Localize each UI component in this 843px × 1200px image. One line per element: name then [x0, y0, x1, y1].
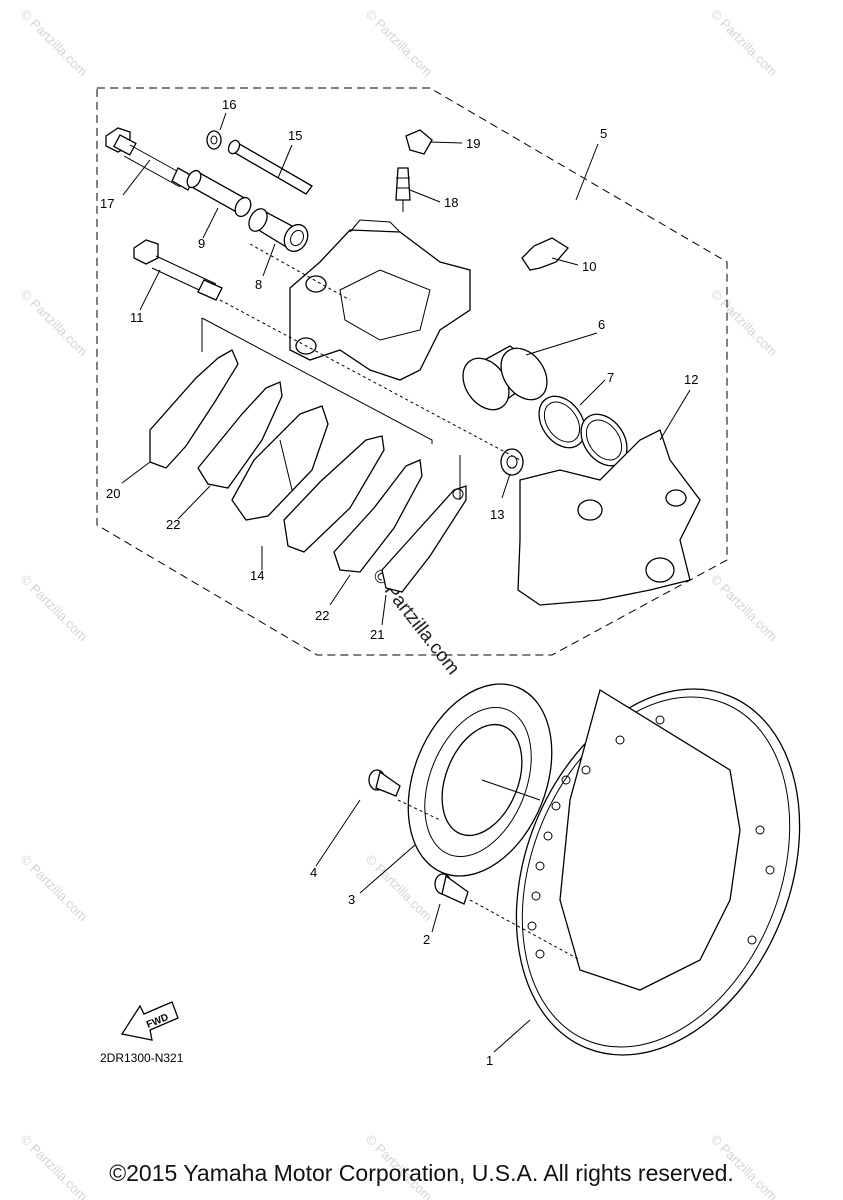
callout-1: 1 [486, 1053, 493, 1068]
callout-15: 15 [288, 128, 302, 143]
callout-10: 10 [582, 259, 596, 274]
caliper-body [289, 219, 471, 381]
callout-11: 11 [130, 310, 144, 325]
watermark: © Partzilla.com [18, 7, 91, 80]
bolt-2 [434, 873, 469, 905]
callout-5: 5 [600, 126, 607, 141]
callout-13: 13 [490, 507, 504, 522]
callout-14: 14 [250, 568, 264, 583]
copyright-notice: ©2015 Yamaha Motor Corporation, U.S.A. A… [109, 1160, 734, 1186]
callout-19: 19 [466, 136, 480, 151]
pad-spring-10 [521, 237, 569, 271]
watermark: © Partzilla.com [18, 852, 91, 925]
callout-8: 8 [255, 277, 262, 292]
callout-3: 3 [348, 892, 355, 907]
shim-20 [149, 349, 239, 469]
boot-13 [500, 448, 524, 476]
shim-22-right [333, 459, 423, 573]
watermark: © Partzilla.com [18, 572, 91, 645]
shim-21 [381, 485, 467, 593]
bolt-17 [105, 127, 195, 191]
pad-group-bracket [201, 317, 461, 500]
shim-22-left [197, 381, 283, 489]
bolt-4 [368, 769, 401, 797]
diagram-code: 2DR1300-N321 [100, 1051, 184, 1065]
callout-6: 6 [598, 317, 605, 332]
bleeder-18 [395, 167, 411, 212]
bracket-12 [517, 429, 701, 606]
callout-17: 17 [100, 196, 114, 211]
callout-2: 2 [423, 932, 430, 947]
cap-16 [206, 130, 222, 150]
callout-16: 16 [222, 97, 236, 112]
pads-14 [231, 405, 385, 553]
callout-4: 4 [310, 865, 317, 880]
callout-22-left: 22 [166, 517, 180, 532]
leader-lines [121, 112, 691, 1053]
callout-7: 7 [607, 370, 614, 385]
cap-19 [405, 129, 433, 155]
pin-15 [227, 139, 313, 195]
watermark: © Partzilla.com [18, 287, 91, 360]
watermark: © Partzilla.com [708, 7, 781, 80]
callout-20: 20 [106, 486, 120, 501]
callout-9: 9 [198, 236, 205, 251]
callout-labels: 16 15 17 9 8 11 19 18 5 10 6 7 12 13 20 … [100, 97, 698, 1068]
seals-7 [538, 395, 628, 467]
callout-12: 12 [684, 372, 698, 387]
fwd-arrow-icon: FWD [120, 1001, 179, 1041]
callout-22-right: 22 [315, 608, 329, 623]
watermark: © Partzilla.com [363, 852, 436, 925]
sleeve-9 [186, 169, 252, 218]
piston-6 [462, 345, 548, 411]
boot-8 [248, 208, 309, 253]
watermark: © Partzilla.com [363, 7, 436, 80]
bolt-11 [133, 239, 223, 301]
brake-disc-1 [515, 688, 801, 1056]
callout-21: 21 [370, 627, 384, 642]
watermark: © Partzilla.com [708, 287, 781, 360]
callout-18: 18 [444, 195, 458, 210]
watermark: © Partzilla.com [708, 572, 781, 645]
caliper-assembly-outline [96, 87, 728, 656]
